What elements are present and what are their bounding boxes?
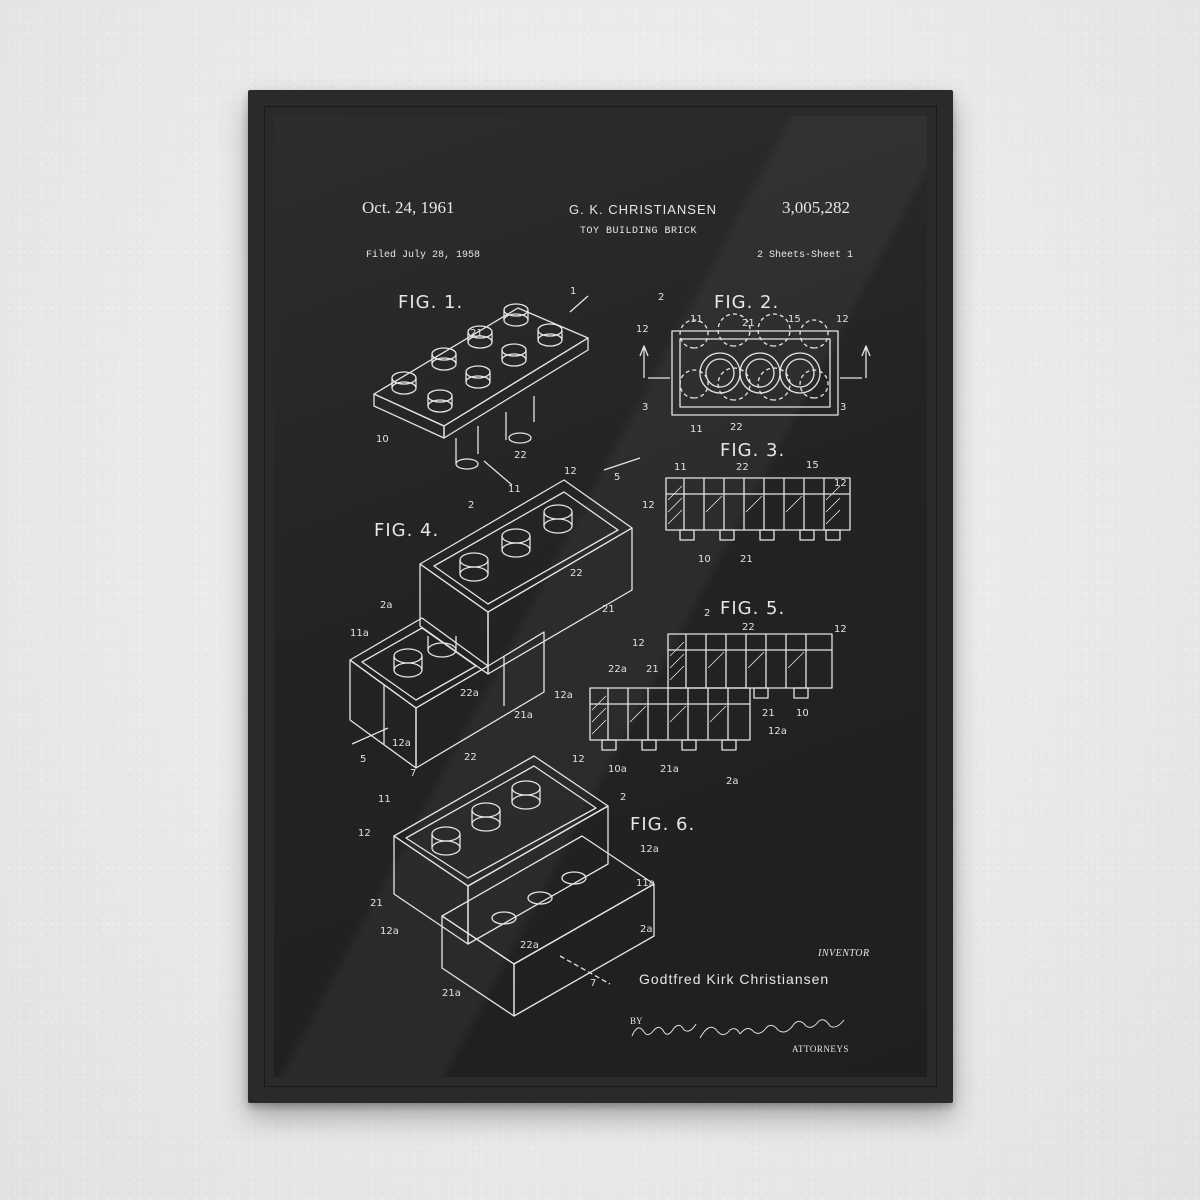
ref-numeral: 22a [520,940,539,951]
ref-numeral: 12 [564,466,577,477]
ref-numeral: 10 [796,708,809,719]
ref-numeral: 7 [410,768,416,779]
ref-numeral: 3 [840,402,846,413]
patent-drawing: FIG. 1. FIG. 2. FIG. 3. FIG. 4. FIG. 5. … [349,286,871,1017]
reference-numerals: 1 21 10 22 2 11 21 15 12 12 3 3 11 22 11… [350,286,849,999]
ref-numeral: 21 [470,328,483,339]
ref-numeral: 21a [442,988,461,999]
fig5-label: FIG. 5. [720,598,785,619]
ref-numeral: 11 [378,794,391,805]
ref-numeral: 12a [380,926,399,937]
fig1-plate-drawing [373,295,589,486]
ref-numeral: 12a [640,844,659,855]
patent-date: Oct. 24, 1961 [362,198,455,217]
fig1-label: FIG. 1. [398,292,463,313]
ref-numeral: 15 [788,314,801,325]
ref-numeral: 5 [360,754,366,765]
ref-numeral: 22a [460,688,479,699]
ref-numeral: 2 [620,792,626,803]
inventor-header: G. K. CHRISTIANSEN [569,202,718,217]
ref-numeral: 11a [636,878,655,889]
ref-numeral: 7 [590,978,596,989]
ref-numeral: 21 [646,664,659,675]
ref-numeral: 12 [642,500,655,511]
fig4-label: FIG. 4. [374,520,439,541]
ref-numeral: 3 [642,402,648,413]
ref-numeral: 12 [358,828,371,839]
ref-numeral: 11 [674,462,687,473]
ref-numeral: 21 [742,318,755,329]
ref-numeral: 12a [554,690,573,701]
ref-numeral: 21 [740,554,753,565]
ref-numeral: 11 [508,484,521,495]
ref-numeral: 12 [836,314,849,325]
fig4-stacked-bricks [349,457,641,769]
ref-numeral: 1 [570,286,576,297]
ref-numeral: 2a [726,776,739,787]
ref-numeral: 11 [690,314,703,325]
ref-numeral: 12a [768,726,787,737]
patent-poster: Oct. 24, 1961 G. K. CHRISTIANSEN 3,005,2… [274,116,927,1077]
ref-numeral: 2a [380,600,393,611]
fig2-label: FIG. 2. [714,292,779,313]
ref-numeral: 2 [704,608,710,619]
fig2-top-view [639,313,871,416]
attorneys-label: ATTORNEYS [792,1044,849,1054]
ref-numeral: 11a [350,628,369,639]
ref-numeral: 21 [602,604,615,615]
ref-numeral: 15 [806,460,819,471]
ref-numeral: 22 [514,450,527,461]
picture-frame: Oct. 24, 1961 G. K. CHRISTIANSEN 3,005,2… [248,90,953,1103]
ref-numeral: 21 [762,708,775,719]
ref-numeral: 2 [468,500,474,511]
ref-numeral: 21a [514,710,533,721]
ref-numeral: 12 [632,638,645,649]
ref-numeral: 22 [570,568,583,579]
ref-numeral: 22a [608,664,627,675]
fig3-section-view [665,477,851,541]
ref-numeral: 12 [636,324,649,335]
ref-numeral: 12 [834,478,847,489]
ref-numeral: 22 [464,752,477,763]
ref-numeral: 11 [690,424,703,435]
inventor-label: INVENTOR [818,948,870,959]
ref-numeral: 22 [742,622,755,633]
ref-numeral: 21 [370,898,383,909]
patent-number: 3,005,282 [782,198,850,217]
ref-numeral: 12a [392,738,411,749]
fig6-label: FIG. 6. [630,814,695,835]
ref-numeral: 22 [730,422,743,433]
ref-numeral: 5 [614,472,620,483]
ref-numeral: 22 [736,462,749,473]
patent-title: TOY BUILDING BRICK [580,226,698,237]
ref-numeral: 12 [572,754,585,765]
ref-numeral: 12 [834,624,847,635]
filed-date: Filed July 28, 1958 [366,250,481,261]
ref-numeral: 10 [698,554,711,565]
ref-numeral: 10 [376,434,389,445]
fig5-section-view [589,633,833,751]
sheet-count: 2 Sheets-Sheet 1 [757,250,854,261]
ref-numeral: 10a [608,764,627,775]
attorney-signature [631,1019,845,1039]
ref-numeral: 2 [658,292,664,303]
ref-numeral: 2a [640,924,653,935]
inventor-name: Godtfred Kirk Christiansen [639,971,830,987]
fig3-label: FIG. 3. [720,440,785,461]
fig6-exploded-bricks [393,755,655,1017]
ref-numeral: 21a [660,764,679,775]
by-label: BY [630,1016,643,1026]
